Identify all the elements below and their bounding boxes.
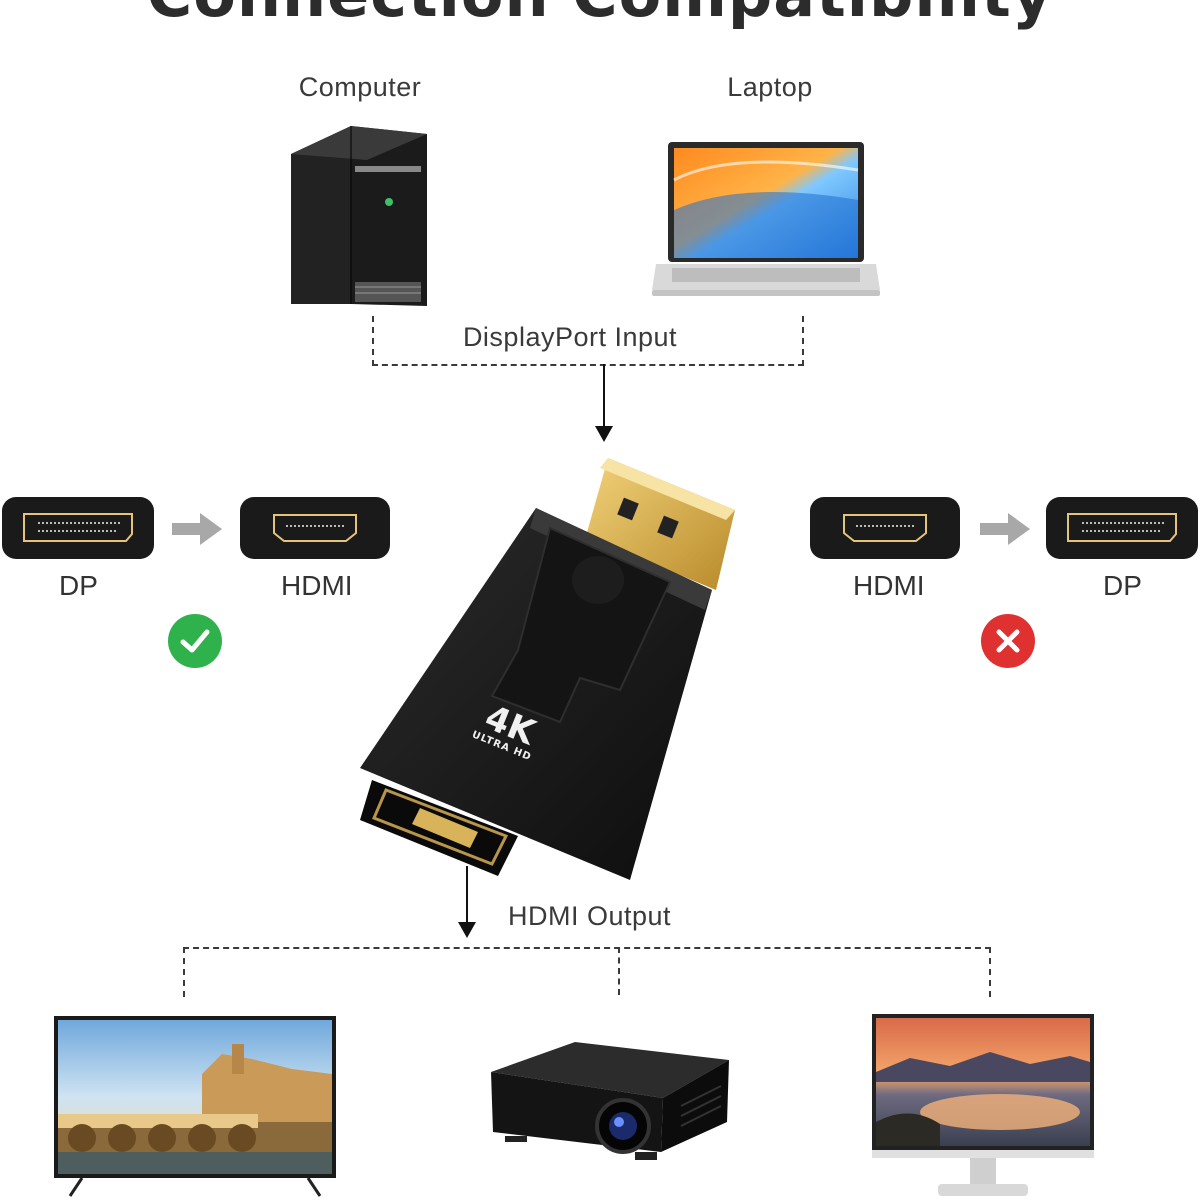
hdmi-label-left: HDMI xyxy=(281,570,353,601)
hdmi-port-left xyxy=(240,497,390,559)
dp-to-hdmi-adapter: 4K ULTRA HD xyxy=(350,450,750,890)
output-connector-line xyxy=(183,947,991,997)
page-title: Connection Compatibility xyxy=(0,0,1200,31)
dp-label-left: DP xyxy=(59,570,98,601)
computer-label: Computer xyxy=(298,72,422,102)
dp-label-right: DP xyxy=(1103,570,1142,601)
laptop-label: Laptop xyxy=(727,72,813,102)
dp-port-left xyxy=(2,497,154,559)
hdmi-label-right: HDMI xyxy=(853,570,925,601)
hdmi-port-icon xyxy=(273,514,357,542)
tv-icon xyxy=(54,1016,336,1197)
output-connection-label: HDMI Output xyxy=(508,901,672,931)
projector-icon xyxy=(491,1042,729,1160)
arrow-right-icon xyxy=(980,513,1030,545)
check-icon xyxy=(180,629,210,653)
arrow-right-icon xyxy=(172,513,222,545)
cross-icon xyxy=(996,629,1020,653)
hdmi-port-right xyxy=(810,497,960,559)
computer-tower-icon xyxy=(291,126,427,306)
monitor-icon xyxy=(872,1014,1094,1196)
input-connection-label: DisplayPort Input xyxy=(462,322,678,352)
down-arrow-icon xyxy=(458,866,476,938)
dp-port-icon xyxy=(1067,513,1177,542)
laptop-icon xyxy=(652,142,880,296)
down-arrow-icon xyxy=(595,364,613,442)
not-supported-badge xyxy=(981,614,1035,668)
input-connector-line xyxy=(372,316,804,366)
hdmi-port-icon xyxy=(843,514,927,542)
supported-badge xyxy=(168,614,222,668)
dp-port-icon xyxy=(23,513,133,542)
dp-port-right xyxy=(1046,497,1198,559)
adapter-illustration xyxy=(360,458,735,880)
output-connector-branch xyxy=(618,947,620,995)
